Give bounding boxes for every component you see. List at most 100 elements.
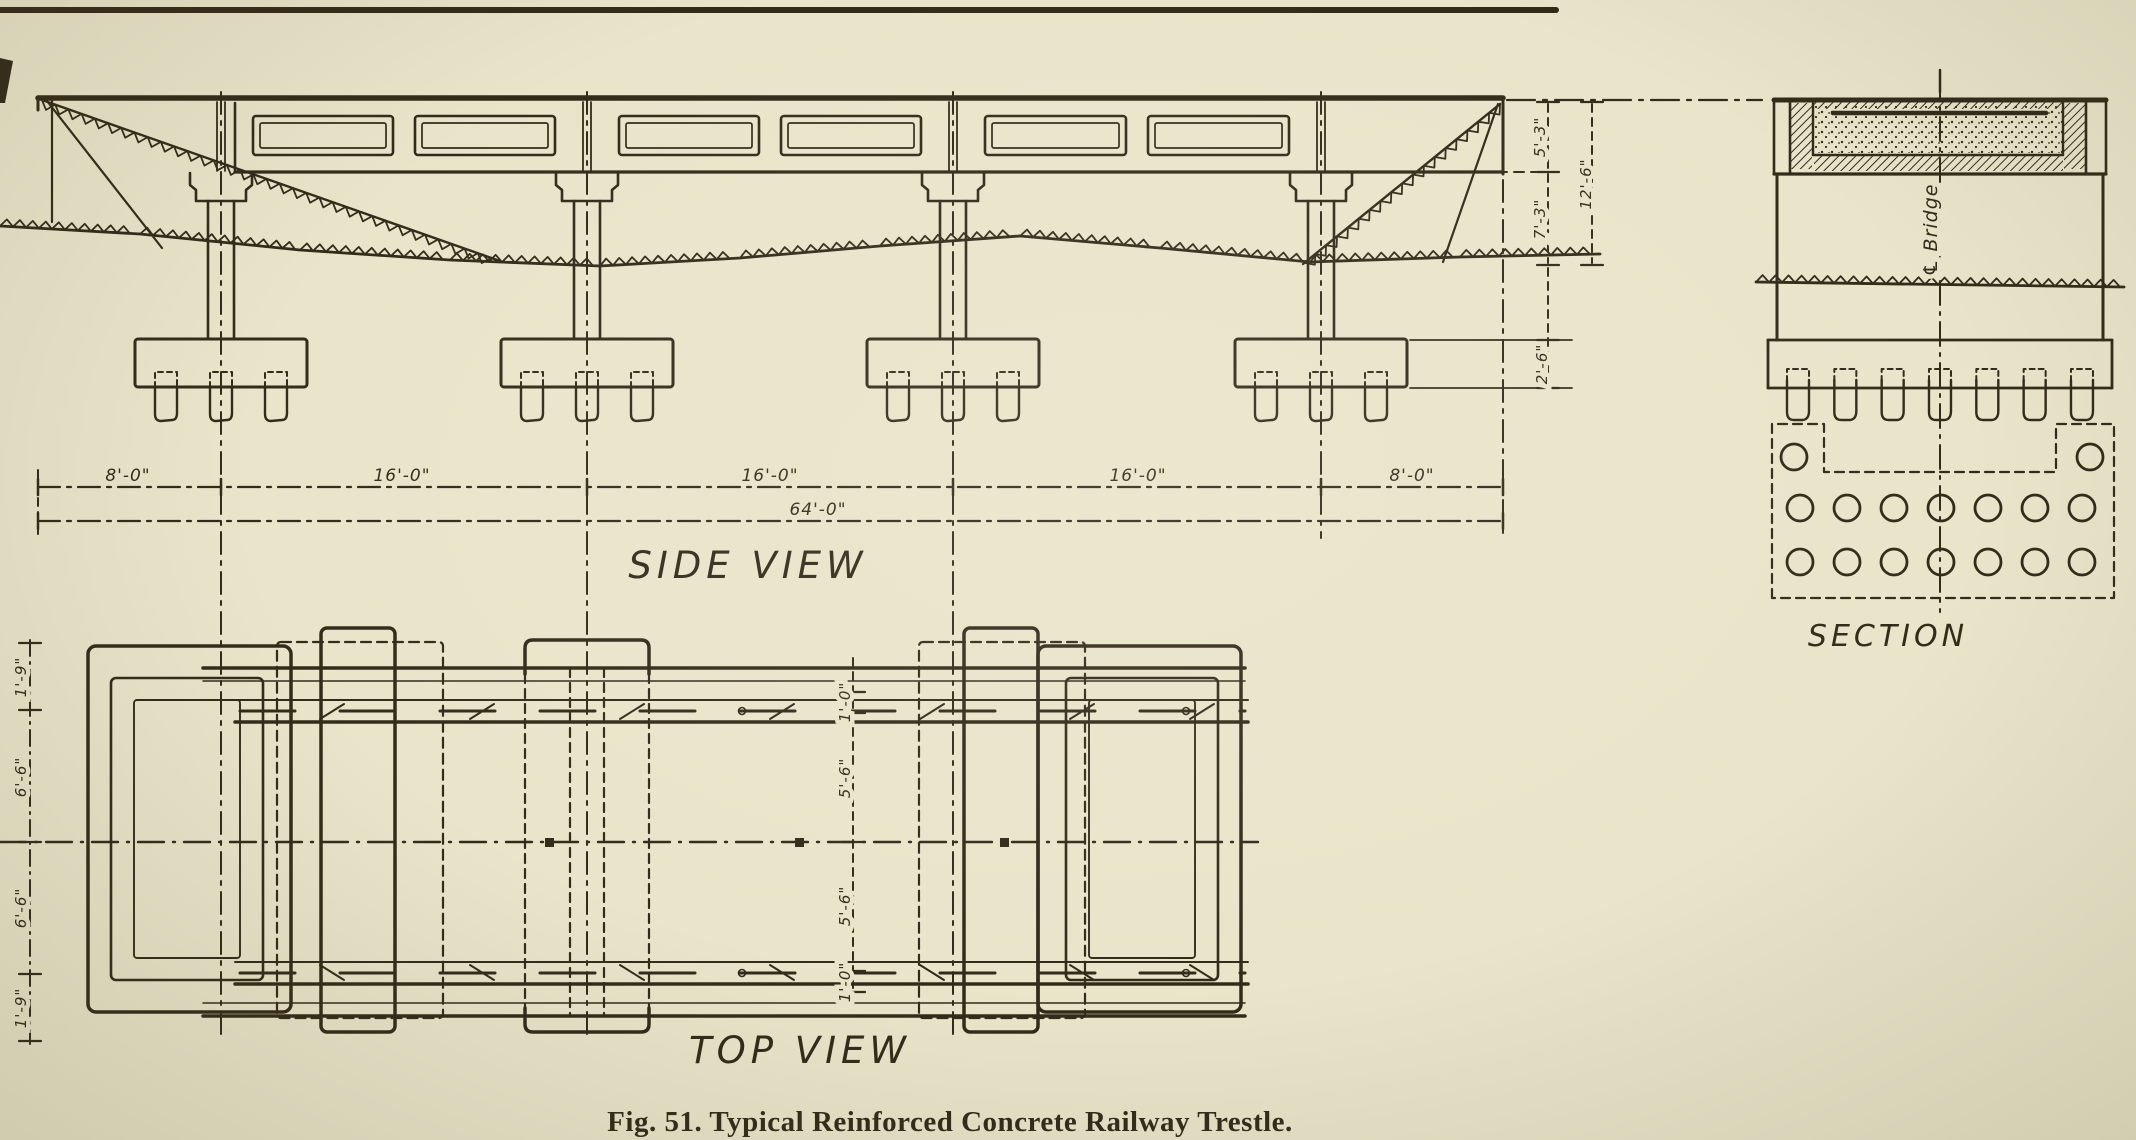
top-view-linework — [0, 626, 1260, 1034]
girder-panel — [617, 114, 761, 157]
section-pile-dashed-top — [2069, 368, 2094, 382]
section-title: SECTION — [1808, 619, 1968, 654]
stringer-splice-mark — [1189, 964, 1215, 981]
abutment-wall-line — [133, 699, 241, 959]
stringer-splice-mark — [1189, 703, 1215, 720]
ground-hatch — [1459, 246, 1591, 258]
figure-caption: Fig. 51. Typical Reinforced Concrete Rai… — [607, 1106, 1293, 1138]
girder-panel-inner — [787, 122, 915, 149]
stringer-splice-mark — [919, 964, 945, 981]
pile-circle — [2067, 493, 2097, 523]
abutment-wall-line — [1088, 699, 1196, 959]
section-pile — [2069, 378, 2095, 422]
pile-circle — [2020, 547, 2050, 577]
pile-embedded-dashed — [1254, 371, 1278, 388]
girder-panel-inner — [1154, 122, 1283, 149]
ground-hatch — [139, 226, 297, 251]
dim-track-5-6-bot: 5'-6" — [836, 886, 854, 927]
footing-plan-dashed — [1770, 422, 2116, 600]
section-pile-dashed-top — [1833, 368, 1858, 382]
ground-hatch — [0, 218, 131, 235]
pile-circle — [1832, 493, 1862, 523]
side-view-title: SIDE VIEW — [628, 544, 867, 587]
left-slope-line — [40, 98, 502, 263]
pile — [629, 386, 655, 423]
section-pile — [2022, 378, 2047, 422]
pile-embedded-dashed — [264, 371, 288, 388]
dim-span-2: 16'-0" — [373, 466, 430, 486]
stringer-splice-mark — [619, 703, 645, 720]
stringer-splice-mark — [469, 703, 495, 720]
dim-span-4: 16'-0" — [1109, 466, 1166, 486]
section-pile-dashed-top — [2022, 368, 2047, 382]
stringer-splice-mark — [619, 964, 645, 981]
stringer-splice-mark — [769, 964, 795, 981]
page-corner-mark — [0, 58, 13, 103]
dim-height-12-6: 12'-6" — [1577, 158, 1595, 209]
ground-hatch — [739, 239, 871, 259]
girder-panel-inner — [625, 122, 753, 149]
dim-span-3: 16'-0" — [741, 466, 798, 486]
pile-embedded-dashed — [520, 371, 544, 388]
abutment-footing-dashed — [275, 640, 445, 1020]
pile — [995, 386, 1021, 423]
pile-circle — [1973, 547, 2003, 577]
wall-hatch — [1791, 103, 1812, 169]
stringer-bolt-circle — [1181, 706, 1191, 716]
section-pile-dashed-top — [1786, 368, 1810, 382]
dim-height-5-3: 5'-3" — [1531, 117, 1549, 158]
dim-footing-depth: 2'-6" — [1533, 344, 1551, 385]
ground-hatch — [449, 252, 594, 267]
abutment-wing-outer — [86, 644, 293, 1014]
pile-circle — [1779, 442, 1809, 472]
section-pile — [1833, 378, 1858, 422]
section-pile — [1975, 378, 2000, 422]
pile — [1253, 386, 1279, 423]
top-view-title: TOP VIEW — [689, 1029, 911, 1072]
pile-embedded-dashed — [886, 371, 910, 388]
pile-circle — [1832, 547, 1862, 577]
dim-width-6-6-bot: 6'-6" — [12, 888, 30, 929]
girder-panel — [1146, 114, 1291, 157]
stringer-splice-mark — [919, 703, 945, 720]
section-pile — [1880, 378, 1905, 422]
section-view-linework — [1754, 68, 2126, 613]
dim-overall: 64'-0" — [789, 500, 846, 520]
stringer-splice-mark — [1069, 964, 1095, 981]
ground-hatch — [1159, 240, 1304, 263]
page-edge-artifacts — [0, 7, 1559, 103]
stringer-splice-mark — [469, 964, 495, 981]
centerline-bridge-label: ℄ Bridge — [1920, 183, 1942, 276]
pile-embedded-dashed — [1364, 371, 1388, 388]
dim-width-6-6-top: 6'-6" — [12, 757, 30, 798]
pile-circle — [1785, 547, 1815, 577]
pile — [153, 386, 179, 423]
girder-panel-inner — [259, 122, 387, 149]
pile-circle — [1879, 547, 1909, 577]
pile-circle — [1785, 493, 1815, 523]
dim-track-1-0-bot: 1'-0" — [836, 962, 854, 1003]
stringer-bolt-circle — [1181, 968, 1191, 978]
centerline-marker — [1000, 838, 1009, 847]
centerline-marker — [795, 838, 804, 847]
stringer-bolt-circle — [737, 706, 747, 716]
abutment-footing-dashed — [917, 640, 1087, 1020]
pile — [1363, 386, 1389, 423]
left-slope-inner-line — [45, 99, 164, 250]
pile-embedded-dashed — [996, 371, 1020, 388]
pile-embedded-dashed — [630, 371, 654, 388]
stringer-splice-mark — [319, 964, 345, 981]
pile-circle — [2075, 442, 2105, 472]
pile-embedded-dashed — [154, 371, 178, 388]
ground-hatch — [599, 251, 731, 267]
girder-panel-inner — [421, 122, 549, 149]
pile-circle — [2067, 547, 2097, 577]
pile-circle — [1879, 493, 1909, 523]
abutment-wing-inner — [1064, 676, 1220, 982]
section-pile-dashed-top — [1880, 368, 1905, 382]
abutment-wing-outer — [1036, 644, 1243, 1014]
abutment-end-cap — [319, 626, 397, 1034]
dim-span-5: 8'-0" — [1389, 466, 1434, 486]
